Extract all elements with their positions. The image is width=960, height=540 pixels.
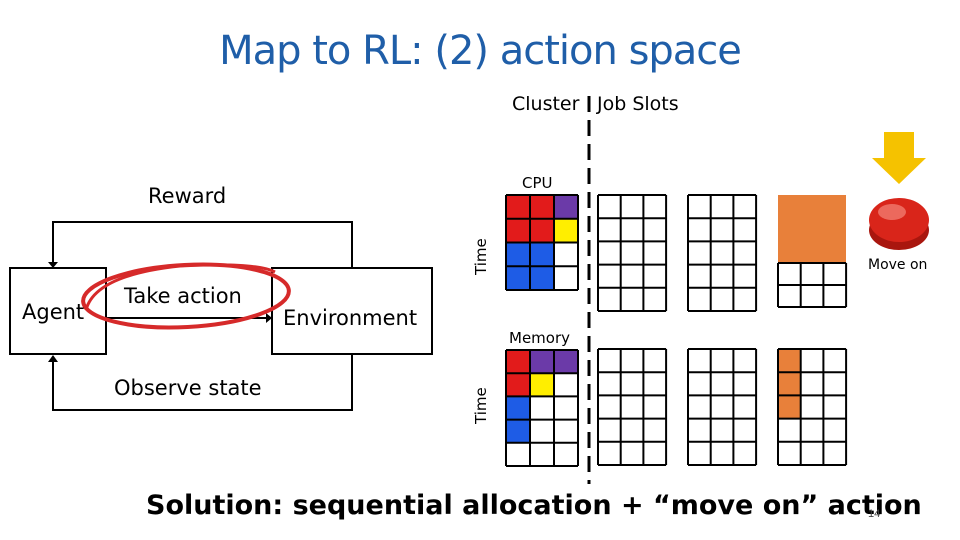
move-on-button-icon[interactable] [869,198,929,242]
observe-state-arrow [52,354,353,411]
job-slot-3-memory [777,348,848,466]
job-slot-3-cpu-fill [778,195,846,263]
job-slot-2-memory [687,348,758,466]
job-slot-1-cpu [597,194,668,312]
reward-arrowhead [48,262,58,268]
agent-label: Agent [22,300,85,324]
reward-arrow [52,221,353,268]
move-on-label: Move on [868,257,928,273]
time-axis-label-cpu: Time [472,238,490,275]
agent-box [9,267,107,355]
slide-title: Map to RL: (2) action space [219,28,742,74]
memory-label: Memory [509,329,571,347]
job-slot-3-memory-fill [778,349,800,419]
cluster-label: Cluster [512,93,580,115]
reward-label: Reward [148,184,227,208]
job-slot-1-memory [597,348,668,466]
move-on-button-shine [878,204,906,220]
highlight-stroke [84,263,276,311]
observe-state-label: Observe state [114,376,262,400]
take-action-label: Take action [124,284,242,308]
memory-cluster-cells [505,349,579,467]
job-slot-2-cpu [687,194,758,312]
grid-lines [505,194,848,467]
slide-number: 14 [868,508,881,520]
job-slots-label: Job Slots [597,93,679,115]
cpu-cluster-cells [505,194,579,291]
job-slot-3-cpu [777,262,848,308]
move-on-arrow-icon [872,132,926,184]
environment-label: Environment [283,306,418,330]
solution-text: Solution: sequential allocation + “move … [146,490,922,521]
take-action-arrowhead [266,313,272,323]
cpu-label: CPU [522,174,553,192]
observe-arrowhead [48,355,58,362]
time-axis-label-memory: Time [472,387,490,424]
